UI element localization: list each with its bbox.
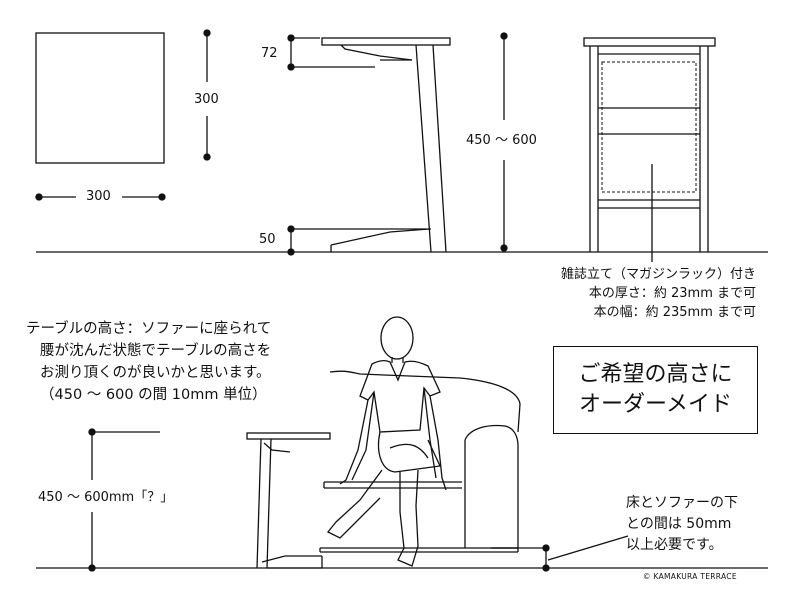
copyright-notice: © KAMAKURA TERRACE	[643, 572, 737, 581]
custom-order-box: ご希望の高さに オーダーメイド	[553, 346, 758, 434]
top-width-label: 300	[86, 189, 111, 204]
top-thickness-dimension	[287, 34, 375, 71]
question-height-dimension	[88, 428, 160, 572]
height-instruction-note: テーブルの高さ：ソファーに座られて 腰が沈んだ状態でテーブルの高さを お測り頂く…	[26, 321, 272, 403]
clearance-dimension	[490, 535, 629, 572]
table-front-view	[583, 37, 716, 252]
base-thickness-dimension	[287, 225, 331, 256]
copyright-icon: ©	[643, 572, 651, 581]
question-height-label: 450 ～ 600mm「？」	[38, 490, 174, 505]
top-thickness-label: 72	[261, 46, 278, 61]
top-depth-label: 300	[194, 92, 219, 107]
sofa	[319, 370, 521, 553]
side-table-lower	[246, 432, 331, 569]
magazine-rack-note: 雑誌立て（マガジンラック）付き 本の厚さ：約 23mm まで可 本の幅：約 23…	[560, 267, 756, 320]
clearance-note: 床とソファーの下 との間は 50mm 以上必要です。	[626, 495, 738, 553]
base-thickness-label: 50	[259, 232, 276, 247]
height-dimension-line	[500, 32, 508, 252]
table-side-view	[321, 37, 451, 253]
seated-person	[326, 316, 447, 567]
depth-dimension-line	[203, 29, 211, 161]
leg-height-label: 450 ～ 600	[466, 133, 537, 148]
tabletop-plan-view	[35, 32, 165, 164]
width-dimension-line	[35, 193, 166, 201]
